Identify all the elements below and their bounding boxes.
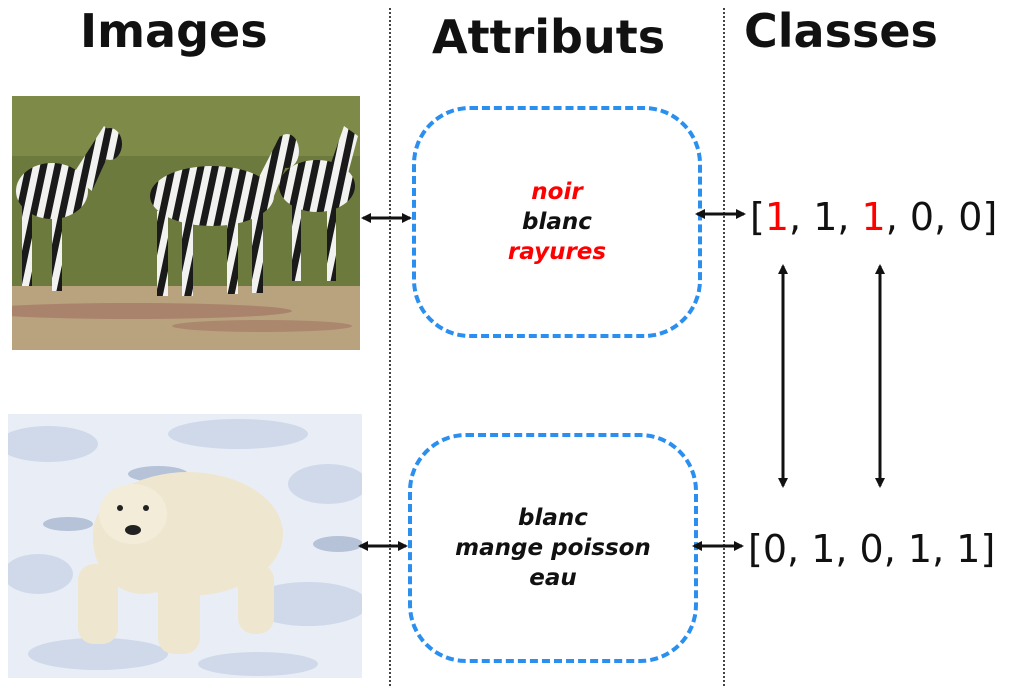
attribute-label: mange poisson (455, 535, 651, 561)
attribute-label: rayures (507, 239, 607, 265)
vector-value: 1 (907, 527, 933, 571)
attribute-label: eau (529, 565, 577, 591)
vector-value: 1 (813, 195, 838, 239)
class-vector-zebra: [1, 1, 1, 0, 0] (750, 195, 998, 239)
vector-value: 1 (956, 527, 981, 571)
separator-right (723, 8, 725, 686)
vector-value: 0 (909, 195, 935, 239)
separator-left (389, 8, 391, 686)
vector-value: 1 (764, 195, 790, 239)
class-vector-polar-bear: [0, 1, 0, 1, 1] (748, 527, 996, 571)
heading-images: Images (80, 4, 268, 58)
heading-attributes: Attributs (432, 10, 666, 64)
polar-bear-photo (8, 414, 362, 678)
vector-value: 1 (811, 527, 836, 571)
vector-value: 0 (958, 195, 983, 239)
vector-value: 0 (859, 527, 884, 571)
attribute-label: blanc (518, 505, 588, 531)
zebra-photo (12, 96, 360, 350)
attribute-label: noir (531, 179, 583, 205)
attribute-box-zebra: noir blanc rayures (412, 106, 702, 338)
vector-value: 0 (762, 527, 788, 571)
attribute-label: blanc (522, 209, 592, 235)
heading-classes: Classes (744, 4, 938, 58)
vector-value: 1 (861, 195, 886, 239)
attribute-box-polar-bear: blanc mange poisson eau (408, 433, 698, 663)
